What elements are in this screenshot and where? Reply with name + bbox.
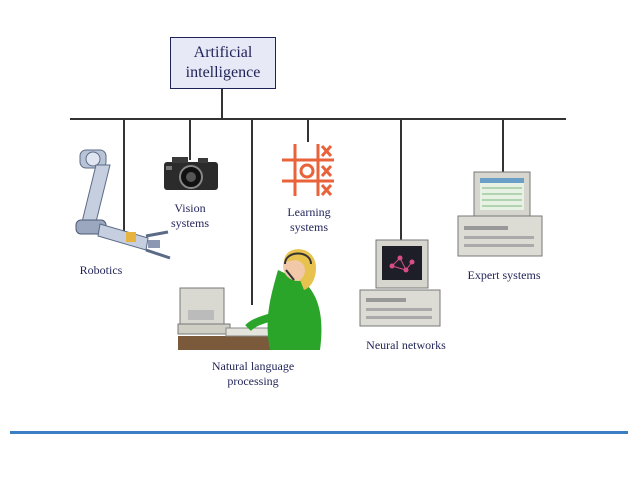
root-title-line1: Artificial <box>193 44 253 61</box>
neural-label: Neural networks <box>352 338 460 353</box>
bottom-divider <box>10 431 628 434</box>
vision-label-line1: Vision <box>174 201 206 215</box>
neural-label-text: Neural networks <box>366 338 446 352</box>
nlp-label-line2: processing <box>227 374 279 388</box>
learning-label-line2: systems <box>289 220 328 234</box>
camera-icon <box>164 157 218 190</box>
robot-arm-icon <box>75 149 171 260</box>
nlp-label: Natural language processing <box>196 359 310 389</box>
operator-at-computer-icon <box>177 249 322 350</box>
robotics-label-text: Robotics <box>79 263 123 277</box>
learning-label-line1: Learning <box>287 205 331 219</box>
expert-label-text: Expert systems <box>467 268 541 282</box>
vision-label: Vision systems <box>158 201 222 231</box>
tic-tac-toe-icon <box>282 144 334 197</box>
connector-lines <box>70 89 566 305</box>
root-title-line2: intelligence <box>185 64 261 81</box>
desktop-computer-icon <box>457 171 543 257</box>
computer-network-icon <box>359 239 441 327</box>
learning-label: Learning systems <box>276 205 342 235</box>
root-node-box: Artificial intelligence <box>170 37 276 89</box>
expert-label: Expert systems <box>452 268 556 283</box>
robotics-label: Robotics <box>66 263 136 278</box>
vision-label-line2: systems <box>170 216 209 230</box>
nlp-label-line1: Natural language <box>211 359 295 373</box>
